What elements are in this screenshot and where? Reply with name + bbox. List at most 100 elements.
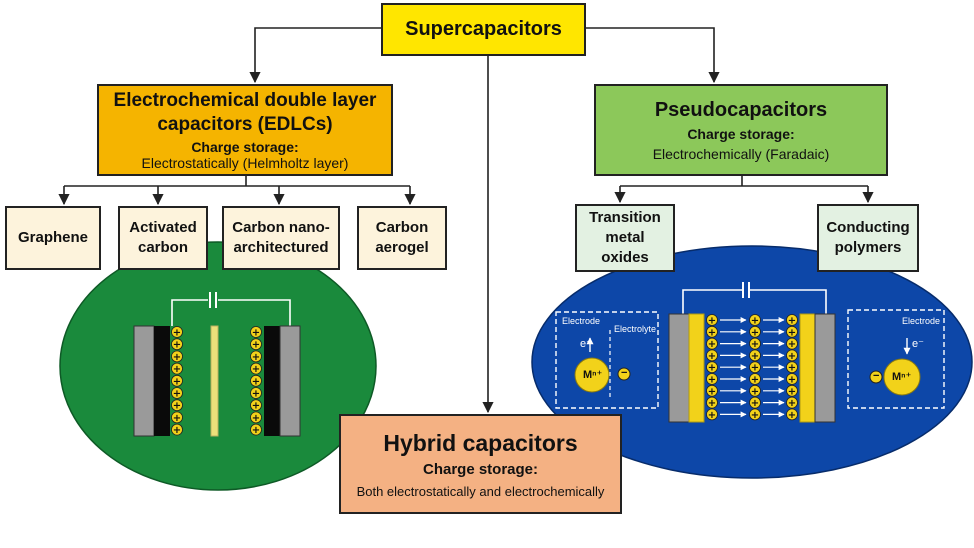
- cation-sign: +: [173, 328, 181, 339]
- cation-icon: [749, 373, 761, 385]
- right-inset-metal-ion: [883, 358, 921, 396]
- right-inset-frame: [847, 309, 945, 409]
- material-transition-metal-oxides: Transition metal oxides: [575, 204, 675, 272]
- cation-sign: +: [751, 351, 759, 362]
- cation-sign: +: [252, 389, 260, 400]
- cation-icon: [250, 326, 262, 338]
- cation-icon: [250, 362, 262, 375]
- cation-sign: +: [751, 410, 759, 421]
- cation-icon: [749, 361, 761, 374]
- cation-sign: +: [173, 389, 181, 400]
- cation-icon: [706, 396, 718, 409]
- cation-icon: [250, 411, 262, 424]
- cation-sign: +: [708, 386, 716, 397]
- cation-sign: +: [708, 351, 716, 362]
- cation-icon: [706, 373, 718, 385]
- material-conducting-polymers: Conducting polymers: [817, 204, 919, 272]
- cation-sign: +: [788, 327, 796, 338]
- left-inset-metal-ion: [574, 357, 610, 393]
- cation-icon: [749, 408, 761, 421]
- pseudo-ion-columns: +++++++++++++++++++++++++++: [706, 314, 798, 421]
- left-inset-electrolyte-label: Electrolyte: [614, 324, 657, 334]
- cation-icon: [706, 384, 718, 397]
- cation-icon: [706, 408, 718, 421]
- edlc-separator: [210, 325, 219, 437]
- pseudo-right-electrode: [799, 313, 816, 423]
- title-text: Supercapacitors: [405, 18, 562, 40]
- material-label: Conducting polymers: [826, 219, 910, 256]
- edlc-box: Electrochemical double layer capacitors …: [97, 84, 393, 176]
- edlc-charge-label: Charge storage:: [191, 139, 299, 155]
- cation-icon: [171, 399, 183, 412]
- cation-icon: [749, 349, 761, 362]
- cation-sign: +: [788, 339, 796, 350]
- cation-sign: +: [173, 401, 181, 412]
- pseudo-charge-label: Charge storage:: [687, 125, 795, 142]
- cation-icon: [250, 374, 262, 387]
- right-inset-electron-label: e⁻: [912, 338, 924, 350]
- cation-icon: [171, 423, 183, 436]
- cation-sign: +: [751, 375, 759, 386]
- right-inset-anion: [869, 370, 883, 384]
- pseudo-box: Pseudocapacitors Charge storage: Electro…: [594, 84, 888, 176]
- cation-sign: +: [252, 425, 260, 436]
- cation-sign: +: [173, 352, 181, 363]
- cation-sign: +: [788, 375, 796, 386]
- material-carbon-aerogel: Carbon aerogel: [357, 206, 447, 270]
- material-activated-carbon: Activated carbon: [118, 206, 208, 270]
- cation-sign: +: [252, 364, 260, 375]
- cation-sign: +: [788, 410, 796, 421]
- left-inset-electrode-label: Electrode: [562, 316, 601, 326]
- left-inset-ion-label: Mⁿ⁺: [583, 369, 603, 381]
- cation-icon: [786, 408, 798, 421]
- cation-icon: [706, 325, 718, 338]
- pseudo-left-electrode: [688, 313, 705, 423]
- cation-icon: [171, 387, 183, 399]
- left-inset-electron-label: e⁻: [580, 338, 592, 350]
- cation-sign: +: [751, 316, 759, 327]
- edlc-right-ion-column: +++++++++: [250, 326, 262, 436]
- cation-icon: [749, 384, 761, 397]
- cation-icon: [749, 314, 761, 326]
- cation-sign: +: [751, 398, 759, 409]
- material-carbon-nano-architectured: Carbon nano-architectured: [222, 206, 340, 270]
- left-inset-frame: [555, 311, 659, 409]
- pseudo-charge-value: Electrochemically (Faradaic): [652, 145, 830, 162]
- cation-sign: +: [751, 339, 759, 350]
- edlc-left-ion-column: +++++++++: [171, 326, 183, 436]
- cation-sign: +: [173, 413, 181, 424]
- cation-icon: [171, 374, 183, 387]
- cation-sign: +: [708, 375, 716, 386]
- cation-sign: +: [788, 398, 796, 409]
- cation-icon: [786, 314, 798, 326]
- cation-sign: +: [708, 410, 716, 421]
- cation-icon: [250, 350, 262, 363]
- cation-icon: [786, 349, 798, 362]
- pseudo-right-collector: [814, 313, 836, 423]
- cation-icon: [786, 361, 798, 374]
- cation-icon: [706, 361, 718, 374]
- cation-icon: [786, 373, 798, 385]
- edlc-charge-value: Electrostatically (Helmholtz layer): [141, 155, 349, 171]
- hybrid-charge-value: Both electrostatically and electrochemic…: [356, 483, 605, 499]
- cation-icon: [749, 337, 761, 350]
- hybrid-title: Hybrid capacitors: [383, 429, 578, 456]
- right-inset-ion-label: Mⁿ⁺: [892, 371, 912, 383]
- cation-sign: +: [708, 316, 716, 327]
- edlc-left-collector: [133, 325, 155, 437]
- hybrid-box: Hybrid capacitors Charge storage: Both e…: [339, 414, 622, 514]
- cation-sign: +: [708, 327, 716, 338]
- material-label: Transition metal oxides: [589, 209, 661, 266]
- pseudo-title: Pseudocapacitors: [654, 98, 828, 121]
- left-inset-anion: [617, 367, 631, 381]
- pseudo-ellipse: [531, 245, 973, 479]
- edlc-left-electrode: [154, 326, 170, 436]
- hybrid-charge-label: Charge storage:: [422, 460, 539, 478]
- title-box: Supercapacitors: [381, 3, 586, 56]
- material-label: Graphene: [17, 229, 89, 246]
- cation-sign: +: [252, 413, 260, 424]
- cation-icon: [706, 314, 718, 326]
- cation-sign: +: [788, 316, 796, 327]
- cation-icon: [250, 338, 262, 351]
